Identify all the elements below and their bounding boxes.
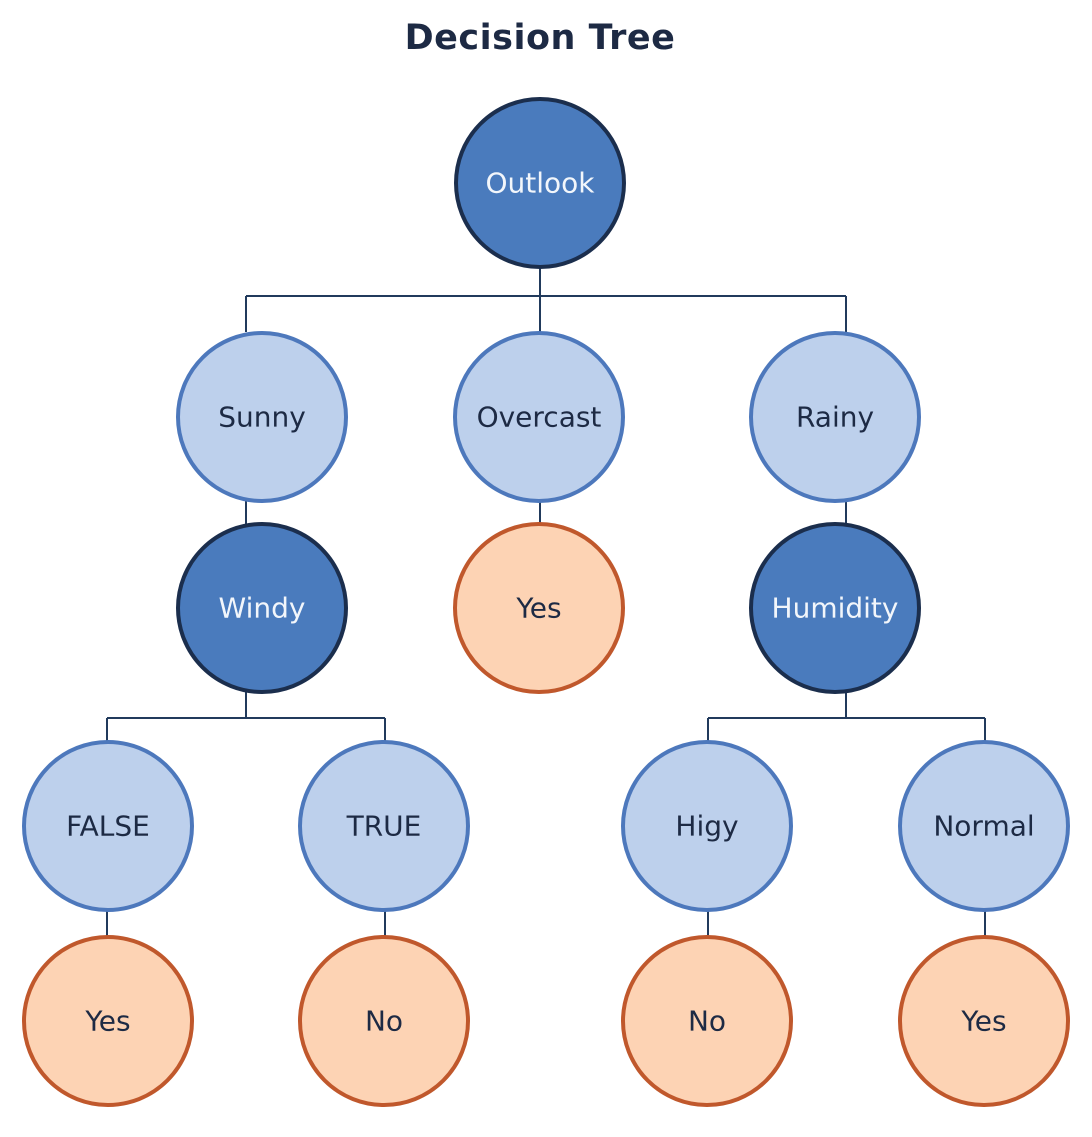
node-windy: Windy <box>176 522 348 694</box>
node-false-yes: Yes <box>22 935 194 1107</box>
node-outlook: Outlook <box>454 97 626 269</box>
node-normal-yes: Yes <box>898 935 1070 1107</box>
node-overcast-yes-label: Yes <box>515 592 561 625</box>
node-windy-label: Windy <box>219 592 306 625</box>
node-overcast: Overcast <box>453 331 625 503</box>
node-true: TRUE <box>298 740 470 912</box>
edge-outlook-children <box>245 268 847 332</box>
node-higy-no: No <box>621 935 793 1107</box>
tree-edges <box>106 268 986 938</box>
node-outlook-label: Outlook <box>485 167 595 200</box>
node-humidity-label: Humidity <box>772 592 899 625</box>
node-false-yes-label: Yes <box>84 1005 130 1038</box>
node-sunny: Sunny <box>176 331 348 503</box>
node-sunny-label: Sunny <box>218 401 306 434</box>
node-normal: Normal <box>898 740 1070 912</box>
node-rainy-label: Rainy <box>796 401 874 434</box>
edge-windy-children <box>106 692 386 742</box>
node-false-label: FALSE <box>66 810 150 843</box>
node-higy-label: Higy <box>675 810 738 843</box>
node-true-no: No <box>298 935 470 1107</box>
node-false: FALSE <box>22 740 194 912</box>
node-normal-yes-label: Yes <box>960 1005 1006 1038</box>
node-overcast-label: Overcast <box>477 401 602 434</box>
node-higy: Higy <box>621 740 793 912</box>
node-higy-no-label: No <box>688 1005 726 1038</box>
node-normal-label: Normal <box>933 810 1034 843</box>
node-true-label: TRUE <box>346 810 422 843</box>
node-true-no-label: No <box>365 1005 403 1038</box>
node-overcast-yes: Yes <box>453 522 625 694</box>
node-rainy: Rainy <box>749 331 921 503</box>
edge-humidity-children <box>707 692 986 742</box>
node-humidity: Humidity <box>749 522 921 694</box>
diagram-title: Decision Tree <box>404 18 676 58</box>
